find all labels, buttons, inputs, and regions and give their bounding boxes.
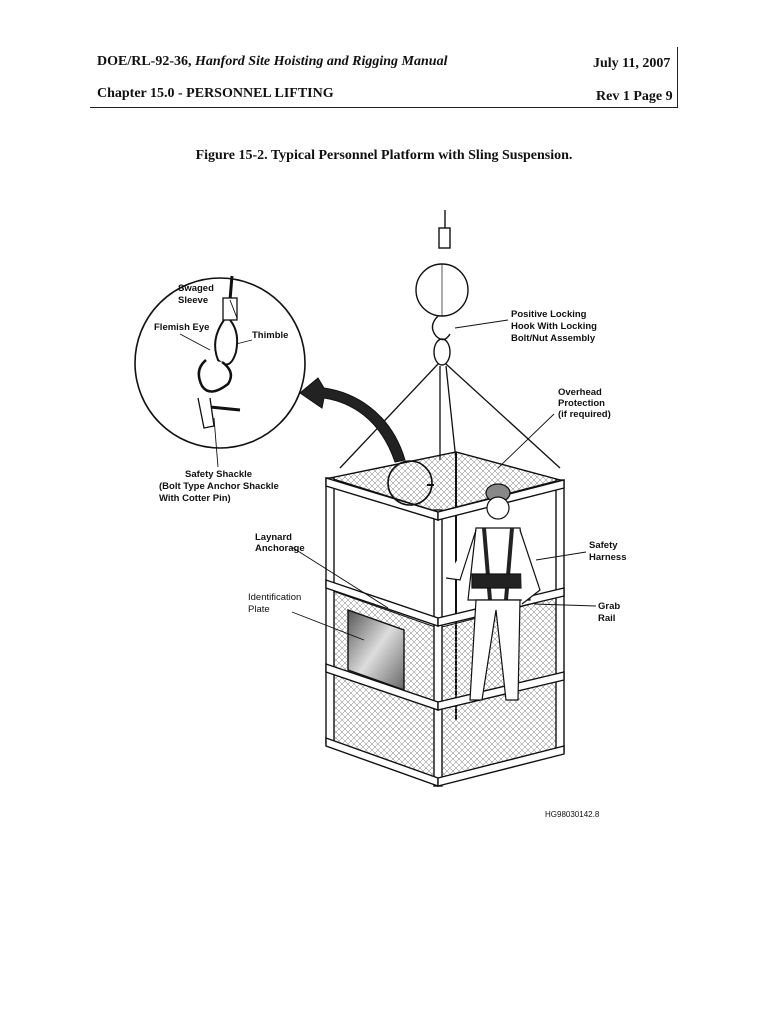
figure-code: HG98030142.8 <box>545 810 600 819</box>
hook-assembly <box>415 210 469 366</box>
label-thimble: Thimble <box>252 330 288 341</box>
doc-title: Hanford Site Hoisting and Rigging Manual <box>195 54 448 69</box>
identification-plate <box>347 609 405 691</box>
header-rule <box>90 107 678 108</box>
document-date: July 11, 2007 <box>593 56 671 71</box>
label-flemish-eye: Flemish Eye <box>154 322 209 333</box>
label-safety-shackle-2: (Bolt Type Anchor Shackle <box>159 481 279 492</box>
label-identification-plate-2: Plate <box>248 604 270 615</box>
label-safety-harness-2: Harness <box>589 552 627 563</box>
label-safety-shackle-3: With Cotter Pin) <box>159 493 231 504</box>
label-overhead-protection-2: Protection <box>558 398 605 409</box>
label-locking-hook-2: Hook With Locking <box>511 321 597 332</box>
document-id: DOE/RL-92-36, Hanford Site Hoisting and … <box>97 54 447 70</box>
label-identification-plate-1: Identification <box>248 592 301 603</box>
label-overhead-protection-3: (if required) <box>558 409 611 420</box>
label-swaged-sleeve-1: Swaged <box>178 283 214 294</box>
figure-caption: Figure 15-2. Typical Personnel Platform … <box>195 148 573 163</box>
callout-lines <box>179 299 597 641</box>
label-grab-rail-2: Rail <box>598 613 615 624</box>
label-grab-rail-1: Grab <box>598 601 620 612</box>
chapter-title: Chapter 15.0 - PERSONNEL LIFTING <box>97 86 334 101</box>
label-overhead-protection-1: Overhead <box>558 387 602 398</box>
label-locking-hook-1: Positive Locking <box>511 309 587 320</box>
label-laynard-anchorage-1: Laynard <box>255 532 292 543</box>
detail-arrow <box>299 377 406 463</box>
page-number: Rev 1 Page 9 <box>596 89 673 104</box>
label-safety-shackle-1: Safety Shackle <box>185 469 252 480</box>
label-locking-hook-3: Bolt/Nut Assembly <box>511 333 596 344</box>
label-safety-harness-1: Safety <box>589 540 618 551</box>
personnel-platform <box>325 451 565 787</box>
worker-figure <box>445 483 541 701</box>
doc-number: DOE/RL-92-36, <box>97 54 192 69</box>
detail-inset <box>134 275 434 506</box>
header-side-rule <box>677 47 678 108</box>
slings <box>339 363 561 469</box>
label-swaged-sleeve-2: Sleeve <box>178 295 208 306</box>
label-laynard-anchorage-2: Anchorage <box>255 543 305 554</box>
